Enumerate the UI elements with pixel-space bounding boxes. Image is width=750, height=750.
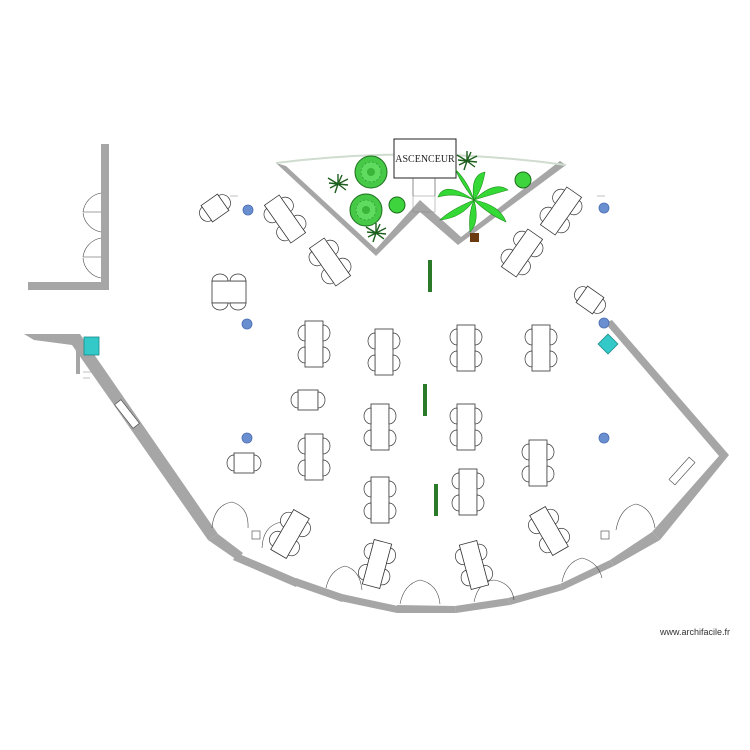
table-2-seat: [291, 390, 325, 410]
plant-pot: [470, 233, 479, 242]
elevator: ASCENCEUR: [393, 138, 457, 213]
table-4-seat: [298, 321, 330, 367]
table-2-seat: [570, 282, 609, 318]
pillar-icon: [598, 432, 610, 444]
table-4-seat: [364, 477, 396, 523]
table-4-seat: [452, 469, 484, 515]
small-annotations: [83, 195, 605, 379]
entrance-doors: [82, 192, 102, 279]
table-4-seat: [450, 325, 482, 371]
table-4-seat: [298, 434, 330, 480]
spiky-plant-icon: [456, 150, 478, 171]
table-4-seat: [535, 183, 588, 239]
table-4-seat: [259, 191, 312, 247]
small-shrub-icon: [514, 171, 532, 189]
small-shrub-icon: [388, 196, 406, 214]
table-2-seat: [195, 190, 234, 226]
pillar-icon: [242, 204, 254, 216]
table-4-seat: [265, 506, 316, 562]
shrub-icon: [349, 193, 383, 227]
table-4-seat: [304, 234, 357, 290]
tables: [195, 183, 609, 591]
measure-bars: [423, 260, 438, 516]
wall-unit: [668, 456, 696, 486]
table-4-seat: [522, 440, 554, 486]
pillar-icon: [598, 317, 610, 329]
palm-icon: [437, 169, 509, 233]
pillar-icon: [598, 202, 610, 214]
table-4-seat: [364, 404, 396, 450]
facade-post: [251, 530, 261, 540]
spiky-plant-icon: [327, 173, 349, 194]
shrub-icon: [354, 155, 388, 189]
facade-post: [600, 530, 610, 540]
table-4-seat: [212, 274, 246, 310]
table-2-seat: [227, 453, 261, 473]
walls: [24, 144, 729, 613]
table-4-seat: [524, 503, 575, 559]
elevator-label: ASCENCEUR: [395, 154, 455, 165]
pillar-icon: [241, 432, 253, 444]
table-4-seat: [525, 325, 557, 371]
accent-box: [83, 336, 100, 356]
atrium-plants: [327, 150, 532, 243]
wall-unit: [114, 399, 140, 429]
table-4-seat: [356, 538, 399, 591]
table-4-seat: [368, 329, 400, 375]
table-4-seat: [453, 539, 496, 592]
watermark: www.archifacile.fr: [659, 627, 730, 637]
accent-box: [597, 333, 619, 355]
facade-doors: [211, 501, 656, 605]
table-4-seat: [496, 225, 549, 281]
table-4-seat: [450, 404, 482, 450]
pillar-icon: [241, 318, 253, 330]
